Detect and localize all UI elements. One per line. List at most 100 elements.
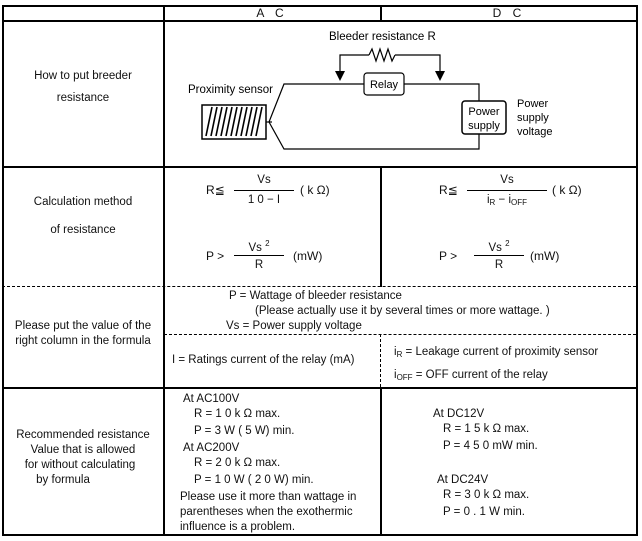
dc-r-numerator: Vs <box>500 174 514 186</box>
column-header-dc: D C <box>492 6 526 20</box>
power-box-line1: Power <box>468 106 500 118</box>
table-border-bottom <box>2 534 638 536</box>
ac-p-unit: (mW) <box>293 249 323 263</box>
row-label-recommended-line3: for without calculating <box>24 459 136 471</box>
relay-label: Relay <box>370 79 399 91</box>
dc-r-den-minus-ioff: − i <box>498 194 511 206</box>
power-supply-box <box>461 100 507 135</box>
dc-rec-heading-24v: At DC24V <box>437 474 489 486</box>
definition-ir-text: = Leakage current of proximity sensor <box>402 346 599 358</box>
row-label-calc: Calculation method of resistance <box>3 195 163 238</box>
ac-r-denominator: 1 0 − I <box>247 194 281 206</box>
row-divider-3 <box>2 387 638 389</box>
ac-p-fraction-bar <box>234 255 284 257</box>
definition-vs: Vs = Power supply voltage <box>226 320 362 332</box>
definition-ir-symbol: i <box>394 346 397 358</box>
bleeder-resistor-symbol <box>339 47 441 77</box>
dc-r-fraction-bar <box>467 190 547 192</box>
ac-rec-p-200v: P = 1 0 W ( 2 0 W) min. <box>194 474 314 486</box>
ac-rec-heading-100v: At AC100V <box>183 393 240 405</box>
definition-p: P = Wattage of bleeder resistance <box>229 290 402 302</box>
ac-rec-note-line1: Please use it more than wattage in <box>180 491 357 503</box>
ac-dc-divider-recommended <box>380 387 382 535</box>
ac-r-left: R≦ <box>206 183 225 197</box>
row-label-recommended-line2: Value that is allowed <box>30 444 136 456</box>
ac-rec-p-100v: P = 3 W ( 5 W) min. <box>194 425 295 437</box>
dc-p-denominator: R <box>494 259 504 271</box>
dc-p-unit: (mW) <box>530 249 560 263</box>
definition-ioff-symbol: i <box>394 369 397 381</box>
ac-r-fraction-bar <box>234 190 294 192</box>
dc-rec-p-12v: P = 4 5 0 mW min. <box>443 440 538 452</box>
dc-p-numerator: Vs 2 <box>474 239 524 254</box>
voltage-label-line1: Power <box>517 98 549 110</box>
dc-p-left: P > <box>439 249 458 263</box>
dc-p-fraction-bar <box>474 255 524 257</box>
voltage-label-line2: supply <box>517 112 549 124</box>
sensor-hatching <box>205 106 263 137</box>
row-label-formula-values: Please put the value of the right column… <box>3 319 163 349</box>
dc-r-unit: ( k Ω) <box>552 183 582 197</box>
dc-p-numerator-vs: Vs <box>488 242 502 254</box>
dc-r-den-ir-sub: R <box>489 198 496 207</box>
column-header-ac: A C <box>256 6 288 20</box>
row-label-how-to: How to put breeder resistance <box>3 69 163 106</box>
row-label-how-to-line1: How to put breeder <box>34 70 132 82</box>
voltage-label-line3: voltage <box>517 126 552 138</box>
row-label-calc-line1: Calculation method <box>33 196 133 208</box>
dc-r-den-ir: i <box>486 194 490 206</box>
row-label-recommended: Recommended resistance Value that is all… <box>3 428 163 488</box>
row-divider-inner <box>164 334 636 335</box>
ac-dc-divider-header <box>380 5 382 21</box>
row-label-recommended-line1: Recommended resistance <box>16 429 150 441</box>
dc-rec-r-12v: R = 1 5 k Ω max. <box>443 423 530 435</box>
ac-rec-note-line3: influence is a problem. <box>180 521 296 533</box>
row-label-formula-line1: Please put the value of the <box>14 320 152 332</box>
proximity-sensor-label: Proximity sensor <box>188 84 273 96</box>
ac-p-left: P > <box>206 249 225 263</box>
wiring-diagram: Bleeder resistance R Relay Proximity sen… <box>188 31 552 150</box>
dc-rec-r-24v: R = 3 0 k Ω max. <box>443 489 530 501</box>
ac-rec-r-200v: R = 2 0 k Ω max. <box>194 457 281 469</box>
definition-p-note: (Please actually use it by several times… <box>255 305 550 317</box>
bleeder-resistance-label: Bleeder resistance R <box>329 31 436 43</box>
ac-r-numerator: Vs <box>257 174 271 186</box>
table-border-top <box>2 5 638 7</box>
definition-i: I = Ratings current of the relay (mA) <box>172 354 355 366</box>
table-border-left <box>2 5 4 536</box>
dc-r-left: R≦ <box>439 183 458 197</box>
definition-ioff-sub: OFF <box>396 373 413 382</box>
circuit-wires <box>266 83 480 150</box>
dc-r-denominator: iR − iOFF <box>467 194 547 207</box>
definition-ir: iR = Leakage current of proximity sensor <box>394 345 598 362</box>
definition-ioff-text: = OFF current of the relay <box>412 369 548 381</box>
dc-rec-heading-12v: At DC12V <box>433 408 485 420</box>
dc-r-den-ioff-sub: OFF <box>511 198 527 207</box>
label-column-divider <box>163 5 165 536</box>
table-border-right <box>636 5 638 536</box>
dc-rec-p-24v: P = 0 . 1 W min. <box>443 506 525 518</box>
row-divider-2 <box>2 286 636 287</box>
ac-p-numerator-vs: Vs <box>248 242 262 254</box>
row-divider-1 <box>2 166 638 168</box>
power-box-line2: supply <box>468 120 500 132</box>
row-label-formula-line2: right column in the formula <box>15 335 151 347</box>
ac-dc-divider-calc <box>380 166 382 287</box>
row-label-how-to-line2: resistance <box>56 92 110 104</box>
row-label-recommended-line4: by formula <box>36 474 90 486</box>
ac-rec-r-100v: R = 1 0 k Ω max. <box>194 408 281 420</box>
ac-p-numerator-exponent: 2 <box>265 239 270 248</box>
header-divider <box>2 20 638 22</box>
ac-p-denominator: R <box>254 259 264 271</box>
dc-p-numerator-exponent: 2 <box>505 239 510 248</box>
ac-rec-heading-200v: At AC200V <box>183 442 240 454</box>
ac-p-numerator: Vs 2 <box>234 239 284 254</box>
arrow-left-icon <box>335 71 345 81</box>
definition-ioff: iOFF = OFF current of the relay <box>394 368 548 385</box>
arrow-right-icon <box>435 71 445 81</box>
row-label-calc-line2: of resistance <box>50 224 116 236</box>
ac-rec-note-line2: parentheses when the exothermic <box>180 506 353 518</box>
ac-dc-divider-defs <box>380 334 381 387</box>
relay-box <box>363 72 405 96</box>
